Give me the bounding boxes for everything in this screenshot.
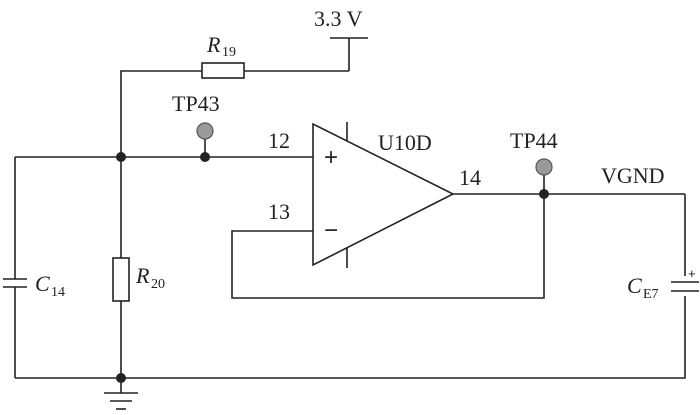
junction-dot-node bbox=[116, 152, 126, 162]
junction-dot-tp43 bbox=[200, 152, 210, 162]
vgnd-label: VGND bbox=[601, 163, 665, 188]
r20-sub: 20 bbox=[151, 277, 165, 292]
c14-sub: 14 bbox=[51, 285, 65, 300]
opamp-u10d: + − U10D 12 13 14 bbox=[268, 122, 481, 268]
ce7-polarity: + bbox=[688, 266, 696, 281]
capacitor-ce7: + C E7 bbox=[627, 266, 699, 302]
tp44-label: TP44 bbox=[510, 128, 558, 153]
ce7-sub: E7 bbox=[643, 287, 659, 302]
r19-body bbox=[201, 62, 245, 79]
feedback-wire bbox=[231, 194, 545, 299]
test-point-tp43: TP43 bbox=[172, 91, 220, 157]
wire-r19-to-node bbox=[120, 70, 202, 157]
r19-letter: R bbox=[206, 32, 221, 57]
ce7-letter: C bbox=[627, 273, 642, 298]
opamp-pin14-label: 14 bbox=[459, 165, 481, 190]
r19-sub: 19 bbox=[222, 45, 236, 60]
opamp-name: U10D bbox=[378, 130, 432, 155]
opamp-plus-sign: + bbox=[324, 144, 338, 171]
tp43-label: TP43 bbox=[172, 91, 220, 116]
capacitor-c14: C 14 bbox=[3, 157, 65, 378]
opamp-body bbox=[312, 122, 455, 267]
c14-letter: C bbox=[35, 271, 50, 296]
resistor-r20: R 20 bbox=[112, 157, 165, 378]
opamp-pin13-label: 13 bbox=[268, 199, 290, 224]
r20-letter: R bbox=[135, 263, 150, 288]
junction-dot-ground bbox=[116, 373, 126, 383]
ground-rail bbox=[15, 296, 686, 379]
tp44-pad bbox=[535, 158, 553, 176]
junction-dot-tp44 bbox=[539, 189, 549, 199]
supply-3v3: 3.3 V bbox=[314, 6, 368, 71]
r20-body bbox=[112, 257, 130, 302]
opamp-minus-sign: − bbox=[324, 217, 338, 244]
test-point-tp44: TP44 bbox=[510, 128, 558, 194]
opamp-pin12-label: 12 bbox=[268, 128, 290, 153]
resistor-r19: R 19 bbox=[201, 32, 245, 79]
tp43-pad bbox=[196, 122, 214, 140]
supply-label: 3.3 V bbox=[314, 6, 363, 31]
